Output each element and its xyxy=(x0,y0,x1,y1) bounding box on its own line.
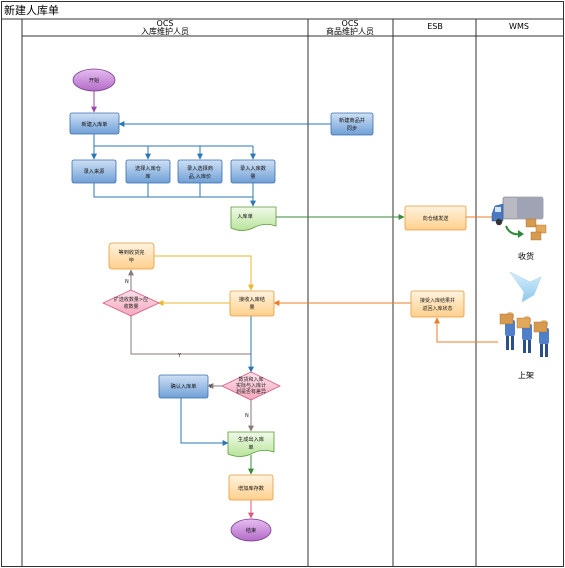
svg-text:入库单: 入库单 xyxy=(237,212,253,220)
node-confirm[interactable]: 确认入库单 xyxy=(158,374,209,399)
svg-text:录入来源: 录入来源 xyxy=(84,167,106,175)
svg-text:果: 果 xyxy=(249,304,254,311)
svg-text:接受入库结果并: 接受入库结果并 xyxy=(420,297,455,304)
node-product-sync[interactable]: 新建商品并 同步 xyxy=(330,112,374,136)
node-inbound-doc[interactable]: 入库单 xyxy=(230,206,277,231)
node-end[interactable]: 结束 xyxy=(230,518,272,542)
svg-text:返回入库状态: 返回入库状态 xyxy=(422,305,452,312)
svg-text:向仓储发送: 向仓储发送 xyxy=(423,214,450,222)
svg-text:毕: 毕 xyxy=(129,256,134,264)
edge-decision-y xyxy=(130,316,251,355)
svg-text:确认入库单: 确认入库单 xyxy=(171,382,197,390)
node-wait-receive[interactable]: 等到收货完 毕 xyxy=(108,242,155,270)
node-esb-send[interactable]: 向仓储发送 xyxy=(404,205,467,231)
node-receive-result[interactable]: 接收入库结 果 xyxy=(229,290,275,317)
svg-text:同步: 同步 xyxy=(347,125,357,132)
svg-text:选择入库仓: 选择入库仓 xyxy=(135,164,162,172)
label-n-diff: N xyxy=(245,413,249,419)
lane-wms: WMS xyxy=(509,22,529,31)
lane-ocs-inbound-line2: 入库维护人员 xyxy=(141,26,189,36)
wms-shelve-label: 上架 xyxy=(518,371,534,380)
svg-text:新建入库单: 新建入库单 xyxy=(82,120,108,128)
svg-text:单: 单 xyxy=(248,443,253,451)
svg-text:新建商品并: 新建商品并 xyxy=(339,116,365,124)
node-quantity[interactable]: 录入入库数 量 xyxy=(230,159,276,184)
svg-text:数货和入库: 数货和入库 xyxy=(238,376,263,383)
svg-text:收数量: 收数量 xyxy=(123,303,138,310)
label-y-qty: Y xyxy=(177,353,182,359)
svg-text:扩选收数量>应: 扩选收数量>应 xyxy=(114,296,148,303)
node-decision-qty[interactable]: 扩选收数量>应 收数量 xyxy=(102,289,160,317)
svg-text:划是否有差异: 划是否有差异 xyxy=(236,388,266,395)
workers-icon xyxy=(499,312,549,357)
lane-ocs-inbound-line1: OCS xyxy=(157,19,174,28)
svg-text:录入入库数: 录入入库数 xyxy=(240,164,267,172)
svg-text:生成出入库: 生成出入库 xyxy=(238,435,264,443)
svg-text:库: 库 xyxy=(145,172,150,180)
node-decision-diff[interactable]: 数货和入库 实际与入库计 划是否有差异 xyxy=(221,371,281,401)
svg-text:结束: 结束 xyxy=(246,526,256,534)
svg-text:量: 量 xyxy=(250,173,255,180)
lane-ocs-product-line2: 商品维护人员 xyxy=(326,26,374,36)
node-warehouse[interactable]: 选择入库仓 库 xyxy=(125,159,171,184)
node-source[interactable]: 录入来源 xyxy=(71,159,117,184)
svg-text:接收入库结: 接收入库结 xyxy=(239,295,265,303)
svg-text:录入选择商: 录入选择商 xyxy=(187,164,213,172)
diagram-title: 新建人库单 xyxy=(4,3,59,17)
node-start[interactable]: 开始 xyxy=(72,68,116,92)
svg-text:等到收货完: 等到收货完 xyxy=(119,248,145,256)
edge-wait-result xyxy=(154,255,254,291)
edge-confirm-generate xyxy=(180,398,229,446)
node-add-stock[interactable]: 增加库存数 xyxy=(228,474,274,501)
node-esb-receive[interactable]: 接受入库结果并 返回入库状态 xyxy=(410,290,465,318)
node-goods[interactable]: 录入选择商 品,入库价 xyxy=(177,159,223,184)
svg-text:实际与入库计: 实际与入库计 xyxy=(236,382,266,389)
node-new-inbound[interactable]: 新建入库单 xyxy=(69,112,120,135)
edge-wms-esb xyxy=(434,317,498,343)
label-y-diff: Y xyxy=(208,384,213,390)
svg-text:开始: 开始 xyxy=(89,76,100,84)
label-n-qty: N xyxy=(125,279,129,285)
node-generate-doc[interactable]: 生成出入库 单 xyxy=(227,431,275,457)
truck-icon xyxy=(491,196,547,241)
wms-receive-label: 收货 xyxy=(518,251,534,261)
lane-ocs-product-line1: OCS xyxy=(342,19,359,28)
svg-text:增加库存数: 增加库存数 xyxy=(238,484,265,492)
svg-text:品,入库价: 品,入库价 xyxy=(189,172,212,180)
down-arrow-icon xyxy=(509,271,542,303)
lane-esb: ESB xyxy=(427,22,443,31)
